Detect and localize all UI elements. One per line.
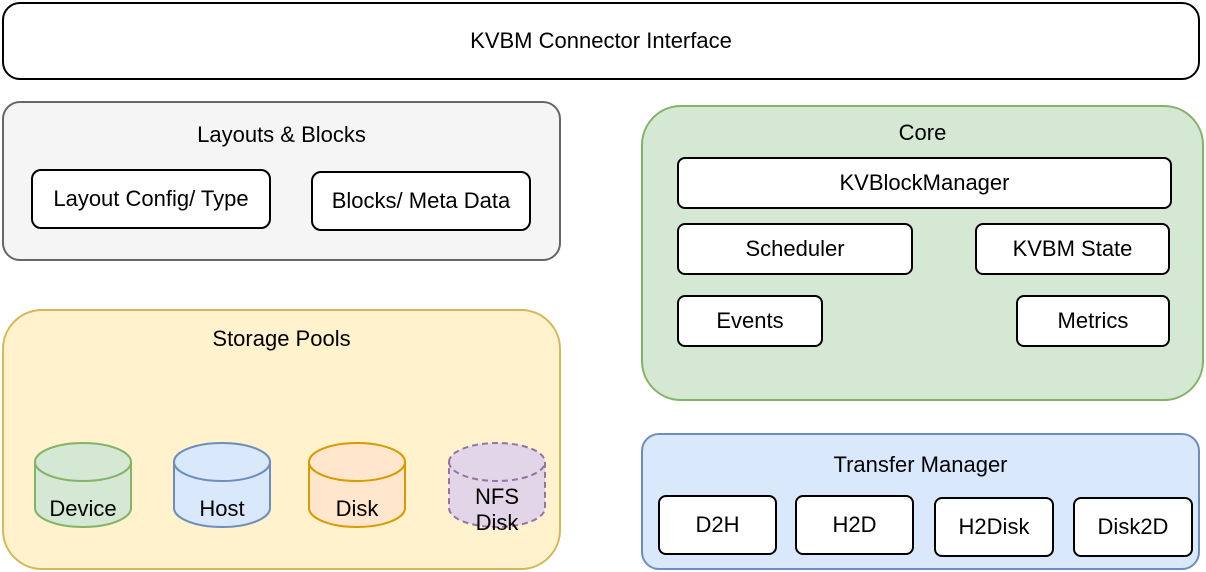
kv-block-manager-box: KVBlockManager	[677, 157, 1172, 209]
nfs-disk-pool-cylinder	[448, 442, 546, 528]
layout-config-type-label: Layout Config/ Type	[53, 186, 249, 211]
nfs-disk-label-line1: NFS	[475, 484, 519, 509]
core-title: Core	[898, 120, 947, 145]
device-pool-label: Device	[49, 496, 117, 521]
transfer-manager-title: Transfer Manager	[833, 452, 1008, 477]
disk-pool-cylinder	[308, 442, 406, 528]
device-pool-cylinder	[34, 442, 132, 528]
events-box: Events	[677, 295, 823, 347]
nfs-disk-label-line2: Disk	[475, 510, 519, 535]
disk2d-label: Disk2D	[1097, 514, 1169, 539]
kvbm-connector-interface: KVBM Connector Interface	[2, 2, 1200, 80]
d2h-label: D2H	[695, 512, 740, 537]
storage-pools-title: Storage Pools	[212, 326, 351, 351]
h2d-label: H2D	[832, 512, 877, 537]
host-pool-cylinder	[173, 442, 271, 528]
disk-pool-label: Disk	[335, 496, 379, 521]
metrics-box: Metrics	[1016, 295, 1170, 347]
blocks-meta-data-box: Blocks/ Meta Data	[311, 171, 531, 231]
scheduler-label: Scheduler	[745, 236, 845, 261]
disk2d-box: Disk2D	[1073, 497, 1193, 557]
kvbm-state-box: KVBM State	[975, 223, 1170, 275]
connector-label: KVBM Connector Interface	[470, 28, 732, 53]
h2d-box: H2D	[795, 495, 914, 555]
h2disk-label: H2Disk	[958, 514, 1030, 539]
kvbm-state-label: KVBM State	[1012, 236, 1133, 261]
kv-block-manager-label: KVBlockManager	[839, 170, 1010, 195]
nfs-disk-pool-label: NFS Disk	[448, 484, 546, 536]
h2disk-box: H2Disk	[934, 497, 1054, 557]
layouts-blocks-title: Layouts & Blocks	[197, 122, 366, 147]
blocks-meta-data-label: Blocks/ Meta Data	[331, 188, 511, 213]
events-label: Events	[716, 308, 784, 333]
d2h-box: D2H	[658, 495, 777, 555]
host-pool-label: Host	[199, 496, 245, 521]
metrics-label: Metrics	[1057, 308, 1129, 333]
scheduler-box: Scheduler	[677, 223, 913, 275]
layout-config-type-box: Layout Config/ Type	[31, 169, 271, 229]
